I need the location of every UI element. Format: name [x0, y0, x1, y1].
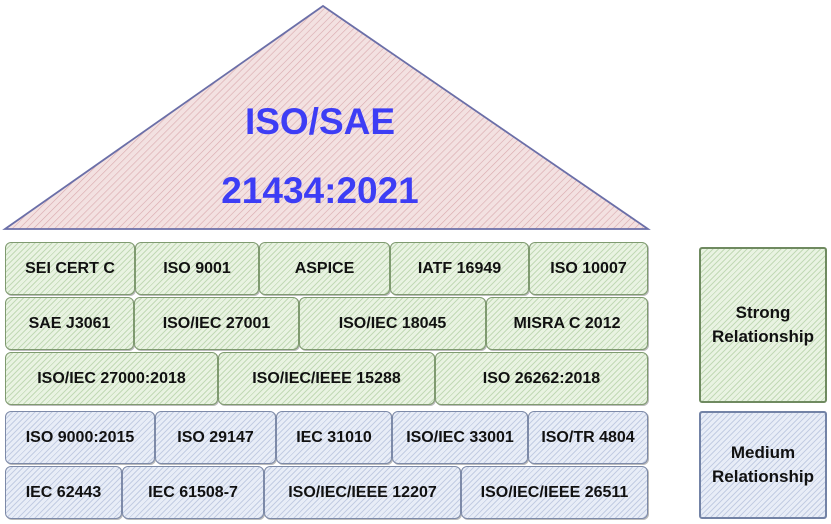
standard-brick-strong[interactable]: ISO/IEC 18045	[299, 297, 486, 350]
roof-title-line1: ISO/SAE	[244, 101, 396, 142]
legend-strong-relationship: Strong Relationship	[699, 247, 827, 403]
standard-brick-strong[interactable]: ISO/IEC 27000:2018	[5, 352, 218, 405]
standard-brick-medium[interactable]: ISO/IEC/IEEE 26511	[461, 466, 648, 519]
standard-brick-strong[interactable]: ISO 26262:2018	[435, 352, 648, 405]
standard-brick-strong[interactable]: ASPICE	[259, 242, 390, 295]
legend-medium-line1: Medium	[730, 443, 796, 462]
standard-brick-strong[interactable]: SAE J3061	[5, 297, 134, 350]
standard-brick-strong[interactable]: ISO 9001	[135, 242, 259, 295]
standard-brick-medium[interactable]: IEC 62443	[5, 466, 122, 519]
legend-strong-line2: Relationship	[711, 327, 814, 346]
legend-strong-line1: Strong	[735, 303, 791, 322]
standard-brick-strong[interactable]: IATF 16949	[390, 242, 529, 295]
standard-brick-medium[interactable]: IEC 31010	[276, 411, 392, 464]
standard-brick-strong[interactable]: ISO 10007	[529, 242, 648, 295]
standard-brick-medium[interactable]: IEC 61508-7	[122, 466, 264, 519]
standard-brick-medium[interactable]: ISO/IEC 33001	[392, 411, 528, 464]
standard-brick-medium[interactable]: ISO 29147	[155, 411, 276, 464]
standard-brick-strong[interactable]: ISO/IEC/IEEE 15288	[218, 352, 435, 405]
standard-brick-medium[interactable]: ISO 9000:2015	[5, 411, 155, 464]
legend-medium-line2: Relationship	[711, 467, 814, 486]
standard-brick-medium[interactable]: ISO/TR 4804	[528, 411, 648, 464]
standard-brick-strong[interactable]: MISRA C 2012	[486, 297, 648, 350]
standard-brick-strong[interactable]: SEI CERT C	[5, 242, 135, 295]
legend-medium-relationship: Medium Relationship	[699, 411, 827, 519]
standard-brick-medium[interactable]: ISO/IEC/IEEE 12207	[264, 466, 461, 519]
standard-brick-strong[interactable]: ISO/IEC 27001	[134, 297, 299, 350]
roof-title-line2: 21434:2021	[221, 170, 419, 211]
